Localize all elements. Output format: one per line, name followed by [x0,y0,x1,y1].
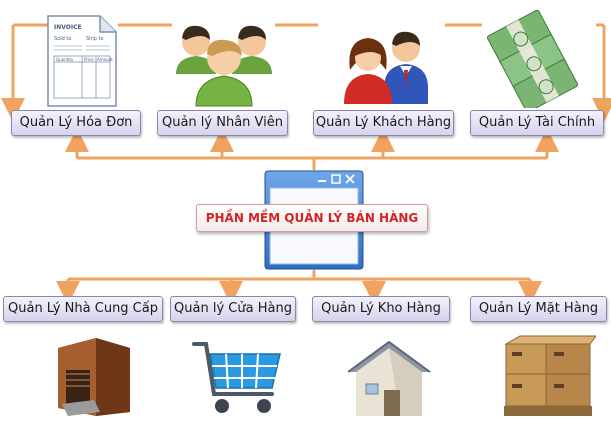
module-label: Quản lý Nhân Viên [161,115,283,130]
invoice-title-text: INVOICE [54,24,82,31]
center-title-text: PHẦN MỀM QUẢN LÝ BÁN HÀNG [205,211,419,225]
module-finance-management: Quản Lý Tài Chính [470,110,604,136]
employees-icon [176,25,272,107]
warehouse-icon [347,340,431,416]
invoice-col-amount-text: Amount [97,57,113,62]
module-label: Quản lý Cửa Hàng [174,301,292,316]
invoice-icon: INVOICE Sold to Ship to Quantity Price A… [47,15,117,107]
module-customer-management: Quản Lý Khách Hàng [313,110,454,136]
module-label: Quản Lý Hóa Đơn [19,115,133,130]
module-label: Quản Lý Mặt Hàng [478,301,599,316]
invoice-ship-to-text: Ship to [86,36,104,42]
supplier-icon [58,338,130,416]
shopping-cart-icon [192,342,281,413]
module-label: Quản Lý Kho Hàng [321,301,441,316]
goods-boxes-icon [504,335,596,416]
invoice-col-quantity-text: Quantity [56,57,74,62]
module-supplier-management: Quản Lý Nhà Cung Cấp [3,296,163,322]
central-software-title: PHẦN MỀM QUẢN LÝ BÁN HÀNG [196,204,428,232]
module-label: Quản Lý Khách Hàng [315,115,452,130]
invoice-sold-to-text: Sold to [54,36,71,42]
module-label: Quản Lý Tài Chính [478,115,596,130]
money-icon [486,9,579,108]
module-warehouse-management: Quản Lý Kho Hàng [312,296,450,322]
invoice-col-price-text: Price [84,57,94,62]
module-invoice-management: Quản Lý Hóa Đơn [11,110,141,136]
module-store-management: Quản lý Cửa Hàng [170,296,296,322]
customers-icon [344,31,428,104]
module-employee-management: Quản lý Nhân Viên [157,110,288,136]
module-label: Quản Lý Nhà Cung Cấp [8,301,158,316]
module-goods-management: Quản Lý Mặt Hàng [470,296,607,322]
